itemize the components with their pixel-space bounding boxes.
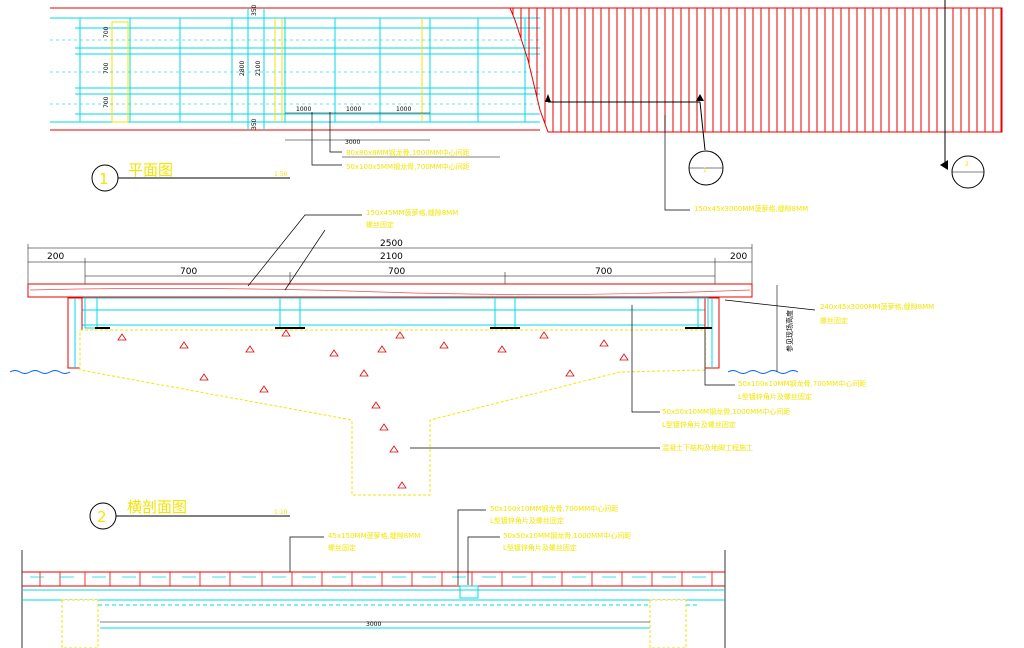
section-note-r4: 混凝土下结构及地脚工程施工 <box>662 443 753 452</box>
title-section: 2 横剖面图 1:10 <box>89 498 290 530</box>
section-note-r3-2: L型镀锌角片及螺丝固定 <box>662 420 736 429</box>
dim-left-1: 700 <box>103 26 110 38</box>
title-section-text: 横剖面图 <box>127 498 187 516</box>
plan-leaders <box>311 112 690 211</box>
section-note-r2-1: 50x100x10MM钢龙骨,700MM中心间距 <box>738 379 866 388</box>
dim-bottom-1: 1000 <box>296 106 311 113</box>
section2-note-a1: 45x150MM菠萝格,缝隙8MM <box>328 531 420 540</box>
section-note-top-2: 螺丝固定 <box>366 220 394 229</box>
section-note-r1-2: 螺丝固定 <box>820 316 848 325</box>
section-dim-total: 2500 <box>380 239 403 249</box>
section-dim-left: 200 <box>47 252 64 262</box>
dim-right-top: 350 <box>251 4 258 16</box>
title-section-scale: 1:10 <box>274 509 288 516</box>
dim-right-inner: 2100 <box>255 61 262 76</box>
marker-1-label: 1 <box>703 167 707 174</box>
section2-note-c2: L型镀锌角片及螺丝固定 <box>503 543 577 552</box>
title-plan-text: 平面图 <box>128 161 173 179</box>
dim-bottom-3: 1000 <box>396 106 411 113</box>
dim-bottom-2: 1000 <box>346 106 361 113</box>
section2-dim-total: 3000 <box>366 621 381 628</box>
section-marker-2: 2 <box>951 155 985 189</box>
plan-note-1: 80x80x8MM钢龙骨,1000MM中心间距 <box>346 148 470 157</box>
dim-left-3: 700 <box>103 96 110 108</box>
section-dim-span-3: 700 <box>595 267 612 277</box>
section2-leaders <box>289 509 500 585</box>
dim-right-total: 2800 <box>239 61 246 76</box>
section-note-top-1: 150x45MM菠萝格,缝隙8MM <box>366 208 458 217</box>
dim-right-bottom: 350 <box>251 118 258 130</box>
section-dim-span-1: 700 <box>180 267 197 277</box>
section-note-r2-2: L型镀锌角片及螺丝固定 <box>738 392 812 401</box>
title-plan-num: 1 <box>99 170 109 188</box>
section2-note-a2: 螺丝固定 <box>328 543 356 552</box>
dim-left-2: 700 <box>103 62 110 74</box>
section2-note-c1: 50x50x10MM钢龙骨,1000MM中心间距 <box>503 531 631 540</box>
section-dim-right: 200 <box>730 252 747 262</box>
plan-note-3: 150x45x3000MM菠萝格,缝隙8MM <box>694 204 808 213</box>
title-section-num: 2 <box>97 508 107 526</box>
section2-note-b1: 50x100x10MM钢龙骨,700MM中心间距 <box>490 504 618 513</box>
section-leaders <box>247 214 816 449</box>
section2-body: 3000 <box>21 550 726 648</box>
section-dim-inner: 2100 <box>380 252 403 262</box>
section-note-r1-1: 240x45x3000MM菠萝格,缝隙8MM <box>820 302 934 311</box>
plan-dimensions: 700 700 700 350 2800 2100 350 1000 1000 … <box>103 4 430 146</box>
plan-view <box>50 0 1003 170</box>
marker-2-label: 2 <box>965 161 969 168</box>
section-body <box>9 283 799 496</box>
dim-plan-total: 3000 <box>345 139 360 146</box>
title-plan: 1 平面图 1:50 <box>91 161 290 192</box>
title-plan-scale: 1:50 <box>274 171 288 178</box>
section-dim-span-2: 700 <box>388 267 405 277</box>
section-note-r3-1: 50x50x10MM钢龙骨,1000MM中心间距 <box>662 407 790 416</box>
plan-note-2: 50x100x5MM钢龙骨,700MM中心间距 <box>346 162 470 171</box>
section-marker-1: 1 <box>688 150 724 186</box>
section-side-text: 参见现场高度 <box>785 310 794 352</box>
section-dimensions: 2500 200 2100 200 700 700 700 <box>27 239 753 290</box>
section2-note-b2: L型镀锌角片及螺丝固定 <box>490 516 564 525</box>
